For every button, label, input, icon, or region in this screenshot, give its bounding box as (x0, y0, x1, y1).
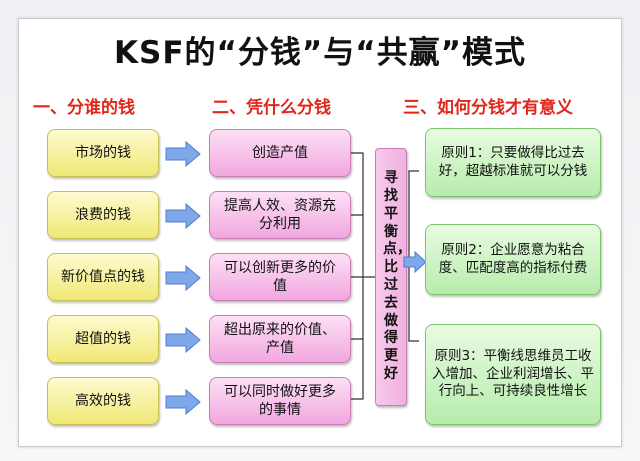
left-item-efficiency: 高效的钱 (47, 377, 159, 425)
header-why: 二、凭什么分钱 (212, 98, 331, 118)
left-item-extra-value: 超值的钱 (47, 315, 159, 363)
right-arrow-icon (165, 203, 201, 229)
left-item-new-value: 新价值点的钱 (47, 253, 159, 301)
right-arrow-icon (165, 389, 201, 415)
right-arrow-icon (403, 251, 427, 273)
middle-item-multitask: 可以同时做好更多的事情 (209, 377, 351, 425)
bracket-connector (351, 152, 375, 400)
principle-2: 原则2：企业愿意为粘合度、匹配度高的指标付费 (425, 224, 601, 295)
right-bracket (408, 170, 419, 342)
right-arrow-icon (165, 141, 201, 167)
header-how: 三、如何分钱才有意义 (403, 98, 573, 118)
middle-item-exceed: 超出原来的价值、产值 (209, 315, 351, 363)
principle-3: 原则3：平衡线思维员工收入增加、企业利润增长、平行向上、可持续良性增长 (425, 324, 601, 425)
middle-item-innovation: 可以创新更多的价值 (209, 253, 351, 301)
balance-point-text: 寻找平衡点，比过去做得更好 (383, 170, 411, 382)
principle-1: 原则1：只要做得比过去好，超越标准就可以分钱 (425, 128, 601, 197)
middle-item-efficiency: 提高人效、资源充分利用 (209, 191, 351, 239)
right-arrow-icon (165, 265, 201, 291)
page-title: KSF的“分钱”与“共赢”模式 (113, 35, 527, 71)
header-who: 一、分谁的钱 (33, 98, 135, 118)
balance-point-box: 寻找平衡点，比过去做得更好 (375, 148, 411, 406)
middle-item-output: 创造产值 (209, 129, 351, 177)
slide-frame: KSF的“分钱”与“共赢”模式 一、分谁的钱 二、凭什么分钱 三、如何分钱才有意… (18, 18, 622, 447)
right-arrow-icon (165, 327, 201, 353)
left-item-market: 市场的钱 (47, 129, 159, 177)
left-item-waste: 浪费的钱 (47, 191, 159, 239)
